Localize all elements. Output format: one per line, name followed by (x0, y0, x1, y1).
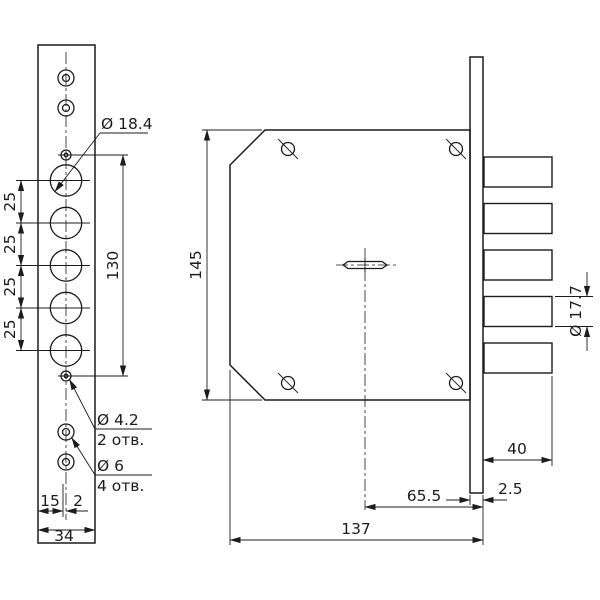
screw-hole-top-2-inner (61, 103, 71, 113)
dim-key-offset: 65.5 (364, 487, 484, 511)
screw-hole-top-1 (57, 69, 75, 87)
screw-hole-bottom-1 (57, 423, 75, 441)
faceplate-edge-outline (469, 56, 484, 494)
dim-label-34: 34 (54, 527, 74, 545)
dim-label-15: 15 (40, 492, 60, 510)
dim-label-25-3: 25 (1, 277, 19, 297)
dim-label-145: 145 (187, 250, 205, 280)
key-cam-slot (341, 260, 389, 270)
dim-label-137: 137 (341, 520, 371, 538)
body-screw-holes (277, 138, 467, 394)
body-hole-bottom-left-slot (277, 372, 299, 394)
bore-hole-4 (49, 291, 83, 325)
dim-label-25-1: 25 (1, 192, 19, 212)
dim-faceplate-thickness: 2.5 (446, 480, 523, 505)
dim-label-25-4: 25 (1, 319, 19, 339)
leader-bore-diameter: Ø 18.4 (54, 115, 153, 192)
body-hole-top-left-slot (277, 138, 299, 160)
dim-plate-bottom: 15 2 34 (37, 484, 96, 545)
screw-hole-bottom-2-inner (61, 457, 71, 467)
deadbolt-1 (483, 156, 553, 188)
bore-hole-2 (49, 206, 83, 240)
dim-label-17-7: Ø 17.7 (567, 285, 585, 337)
deadbolt-2 (483, 202, 553, 235)
body-hole-top-right (448, 141, 464, 157)
front-view: 25 25 25 25 130 Ø 18.4 Ø 4.2 2 отв. (1, 44, 153, 545)
deadbolts (483, 156, 553, 374)
leader-screw-hole: Ø 6 4 отв. (71, 437, 152, 495)
dim-label-dia-18-4: Ø 18.4 (101, 115, 153, 133)
dim-bolt-diameter: Ø 17.7 (555, 272, 593, 351)
dim-label-2: 2 (73, 492, 83, 510)
bore-hole-5 (49, 334, 83, 367)
dim-label-25-2: 25 (1, 234, 19, 254)
leader-pin-hole: Ø 4.2 2 отв. (69, 379, 152, 449)
screw-hole-bottom-1-inner (61, 427, 71, 437)
leader-line-dia-6 (71, 437, 96, 476)
bore-hole-1 (49, 164, 83, 197)
bore-hole-3 (49, 249, 83, 282)
body-hole-top-left (280, 141, 296, 157)
leader-line-dia-18-4 (54, 132, 101, 192)
dim-label-130: 130 (104, 251, 122, 281)
body-hole-top-right-slot (445, 138, 467, 160)
dim-label-65-5: 65.5 (407, 487, 442, 505)
leader-line-dia-4-2 (69, 379, 96, 430)
screw-hole-top-1-inner (61, 73, 71, 83)
dim-label-2-5: 2.5 (498, 480, 523, 498)
dim-label-dia-6: Ø 6 (97, 457, 124, 475)
dim-hole-span: 130 (58, 154, 128, 377)
dim-bolt-throw: 40 (482, 376, 553, 466)
body-hole-bottom-right (448, 375, 464, 391)
dim-body-height: 145 (187, 129, 262, 401)
deadbolt-5 (483, 342, 553, 374)
screw-hole-bottom-2 (57, 453, 75, 471)
body-hole-bottom-right-slot (445, 372, 467, 394)
deadbolt-4 (483, 295, 553, 328)
deadbolt-3 (483, 249, 553, 281)
dim-body-depth: 137 (229, 370, 484, 545)
dim-label-dia-6-qty: 4 отв. (97, 477, 144, 495)
key-cam (336, 248, 397, 510)
dim-label-40: 40 (507, 440, 527, 458)
side-view: 145 137 65.5 2.5 40 (187, 56, 593, 545)
faceplate-front-outline (37, 44, 96, 544)
dim-label-dia-4-2-qty: 2 отв. (97, 431, 144, 449)
dim-hole-spacing: 25 25 25 25 (1, 180, 25, 351)
body-hole-bottom-left (280, 375, 296, 391)
dim-label-dia-4-2: Ø 4.2 (97, 411, 139, 429)
screw-hole-top-2 (57, 99, 75, 117)
